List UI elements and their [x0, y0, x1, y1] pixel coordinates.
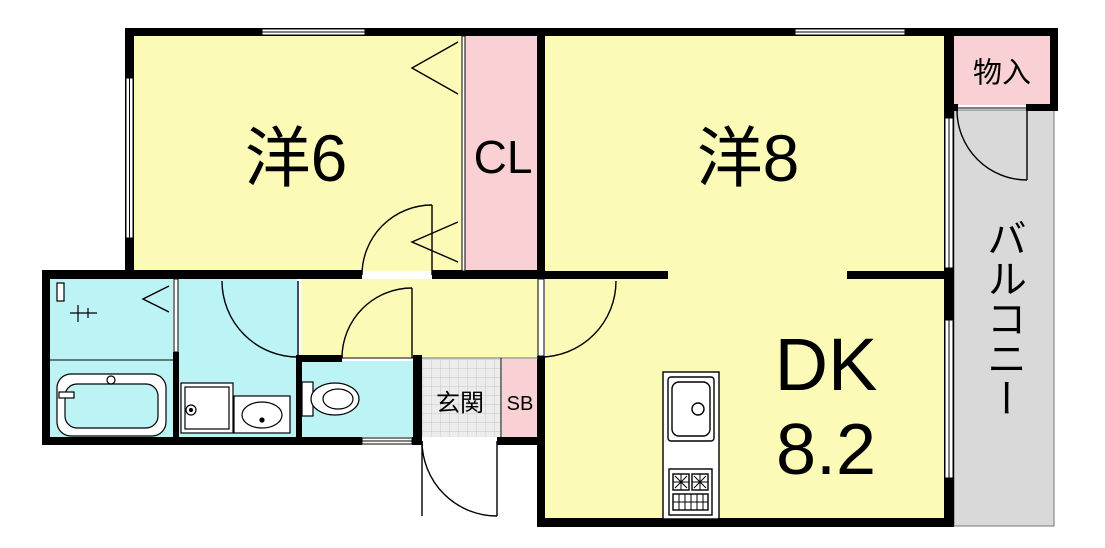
- wall-storage-bottom-right: [1026, 104, 1058, 111]
- wall-toilet-entrance: [413, 355, 422, 440]
- stove-grill-lines: [673, 494, 708, 510]
- door-western-6-swing: [361, 204, 433, 276]
- bathtub-drain: [106, 375, 116, 385]
- door-dk-swing: [539, 280, 617, 358]
- dining-kitchen-label: DK: [774, 323, 878, 406]
- western-room-6-floor: [134, 36, 462, 271]
- wash-basin-bowl: [241, 401, 283, 429]
- western-room-6-label: 洋6: [244, 121, 348, 195]
- bath-folding-door-frame: [173, 278, 179, 353]
- wall-dk-left: [537, 356, 545, 527]
- toilet-seat: [322, 388, 354, 410]
- washroom-fixtures: [180, 382, 291, 434]
- kitchen-sink-basin: [671, 381, 711, 437]
- closet-front-partition: [461, 35, 466, 272]
- shoe-box-label: SB: [506, 393, 534, 415]
- wall-western-6-bottom-right: [432, 270, 545, 279]
- wall-washroom-toilet: [296, 355, 302, 440]
- shower-hook: [56, 282, 65, 302]
- windows: [125, 28, 954, 479]
- wall-western-6-bottom-left: [42, 270, 362, 279]
- washing-machine-drain-center: [188, 407, 194, 413]
- door-washroom-swing: [221, 280, 299, 358]
- wall-toilet-top: [296, 355, 342, 362]
- wall-dk-bottom: [537, 518, 954, 527]
- western-room-8-label: 洋8: [696, 121, 800, 195]
- entrance-floor: [422, 359, 501, 437]
- doors: [141, 41, 1028, 517]
- bath-fixtures: [50, 282, 173, 437]
- bath-folding-door: [141, 285, 170, 313]
- bathtub-faucet: [58, 391, 75, 399]
- wall-western-8-dk-right: [847, 271, 954, 279]
- balcony-label: バルコニー: [981, 218, 1025, 418]
- closet-floor: [464, 36, 537, 271]
- window-sash-lines: [129, 31, 950, 478]
- toilet-bowl: [310, 382, 360, 416]
- room-floors: [50, 36, 1055, 527]
- closet-folding-door-bottom: [410, 221, 459, 263]
- dk-door-frame: [537, 278, 545, 357]
- shower-mixer: [70, 305, 97, 322]
- partitions: [173, 35, 1026, 437]
- toilet-fixtures: [301, 381, 360, 417]
- shoe-box-floor: [502, 359, 538, 437]
- door-toilet-swing: [341, 287, 413, 359]
- entrance-label: 玄関: [436, 390, 484, 417]
- door-storage-swing: [956, 109, 1028, 181]
- washing-machine-pan-inner: [184, 386, 230, 430]
- bathtub-basin: [64, 383, 159, 429]
- wall-bath-washroom: [173, 352, 179, 440]
- kitchen-sink-drain: [691, 402, 705, 416]
- wall-bottom-toilet-entrance: [412, 437, 422, 445]
- stove-burner-grates: [673, 474, 708, 490]
- wall-bottom-shoe-box: [497, 437, 545, 445]
- closet-label: CL: [473, 131, 533, 183]
- wall-bath-left: [42, 270, 50, 445]
- balcony-floor: [953, 109, 1055, 527]
- wall-center: [537, 28, 545, 279]
- wash-basin-drain: [259, 417, 265, 423]
- door-entrance-swing: [421, 440, 498, 517]
- wall-storage-right: [1050, 28, 1058, 111]
- wall-bottom-left: [42, 437, 362, 445]
- dining-kitchen-size: 8.2: [775, 410, 877, 490]
- corridor-floor: [301, 279, 538, 357]
- storage-floor: [954, 36, 1051, 105]
- wall-top: [125, 28, 1058, 36]
- closet-folding-door-top: [410, 41, 459, 95]
- wall-western-8-dk-left: [540, 271, 668, 279]
- kitchen-counter: [662, 371, 720, 520]
- storage-label: 物入: [972, 57, 1032, 90]
